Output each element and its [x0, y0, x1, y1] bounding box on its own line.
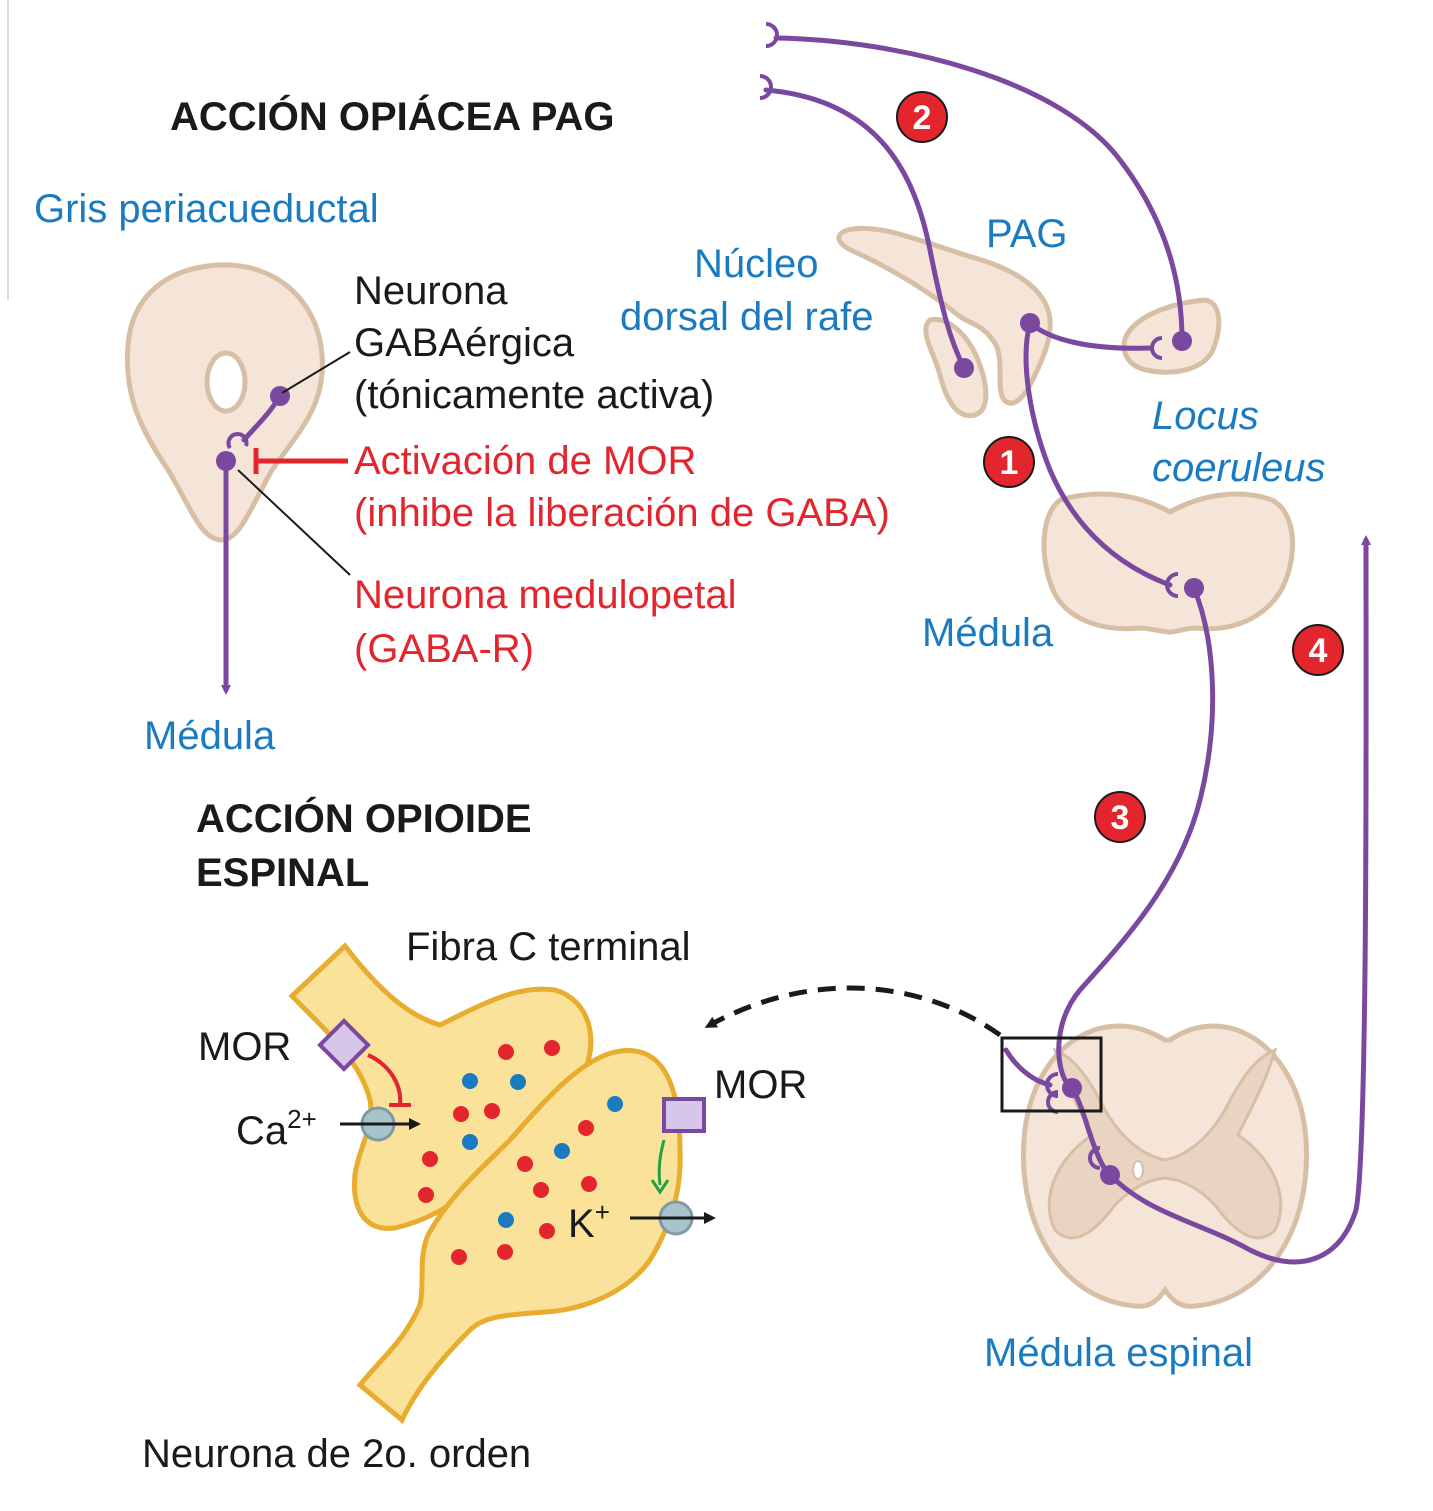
step-2-number: 2 — [913, 99, 932, 137]
medulla-structure — [1041, 491, 1296, 635]
step-badge-4: 4 — [1292, 624, 1344, 676]
pag-medula-label: Médula — [144, 714, 276, 758]
gaba-neuron-label-3: (tónicamente activa) — [354, 373, 714, 417]
ca-label: Ca2+ — [236, 1104, 317, 1153]
pag-label: PAG — [986, 212, 1068, 256]
fiber-c-label: Fibra C terminal — [406, 925, 691, 969]
step-badge-icon — [1094, 791, 1146, 843]
presynaptic-vesicles — [418, 1040, 560, 1203]
synapse-cup-icon — [226, 432, 249, 450]
step-badge-icon — [896, 91, 948, 143]
raphe-terminal-icon — [954, 358, 974, 378]
spinal-grey-matter — [1047, 1047, 1283, 1240]
medulopetal-leader-line — [237, 469, 351, 576]
locus-neuron-soma-icon — [1172, 331, 1192, 351]
medulla-neuron-soma-icon — [1184, 578, 1204, 598]
spinal-title-2: ESPINAL — [196, 851, 369, 895]
mor-left-label: MOR — [198, 1025, 291, 1069]
mor-right-label: MOR — [714, 1063, 807, 1107]
aqueduct-hole — [204, 350, 248, 414]
postsynaptic-vesicles — [451, 1096, 623, 1265]
gaba-neuron-label-1: Neurona — [354, 269, 508, 313]
spinal-interneuron-soma-icon — [1062, 1078, 1082, 1098]
pag-structure — [836, 225, 1053, 406]
mor-receptor-icon — [662, 1097, 706, 1133]
zoom-box-icon — [1000, 1036, 1103, 1113]
mor-activation-label-1: Activación de MOR — [354, 439, 696, 483]
step-badge-icon — [1292, 624, 1344, 676]
central-canal-icon — [1132, 1160, 1144, 1180]
pag-cross-section — [124, 262, 325, 543]
step-3-number: 3 — [1111, 799, 1130, 837]
locus-label-2: coeruleus — [1152, 446, 1325, 490]
mor-receptor-icon — [317, 1018, 371, 1072]
step-badge-2: 2 — [896, 91, 948, 143]
mor-activation-label-2: (inhibe la liberación de GABA) — [354, 491, 890, 535]
pag-neuron-soma-icon — [1020, 313, 1040, 333]
step-1-number: 1 — [1000, 444, 1019, 482]
zoom-dashed-arrow — [704, 985, 1002, 1038]
second-order-label: Neurona de 2o. orden — [142, 1432, 531, 1476]
locus-coeruleus — [1121, 297, 1222, 375]
mor-ca-inhibition-line — [367, 1053, 403, 1106]
step-badge-1: 1 — [983, 436, 1035, 488]
raphe-label-1: Núcleo — [694, 242, 819, 286]
spinal-projection-soma-icon — [1100, 1165, 1120, 1185]
pag-section-title: ACCIÓN OPIÁCEA PAG — [170, 93, 614, 139]
medulopetal-label-1: Neurona medulopetal — [354, 573, 736, 617]
medulopetal-label-2: (GABA-R) — [354, 627, 534, 671]
step-badge-icon — [983, 436, 1035, 488]
locus-label-1: Locus — [1152, 394, 1259, 438]
k-activation-arrow — [657, 1139, 666, 1186]
gaba-neuron-label-2: GABAérgica — [354, 321, 575, 365]
spinal-title-1: ACCIÓN OPIOIDE — [196, 795, 532, 841]
step-badge-3: 3 — [1094, 791, 1146, 843]
pag-region-label: Gris periacueductal — [34, 187, 379, 231]
raphe-label-2: dorsal del rafe — [620, 295, 873, 339]
spinal-cord-section — [1020, 1023, 1310, 1309]
spinal-cord-label: Médula espinal — [984, 1331, 1253, 1375]
step-4-number: 4 — [1309, 632, 1328, 670]
gaba-leader-line — [281, 351, 351, 394]
medula-label: Médula — [922, 611, 1054, 655]
k-label: K+ — [568, 1197, 610, 1246]
